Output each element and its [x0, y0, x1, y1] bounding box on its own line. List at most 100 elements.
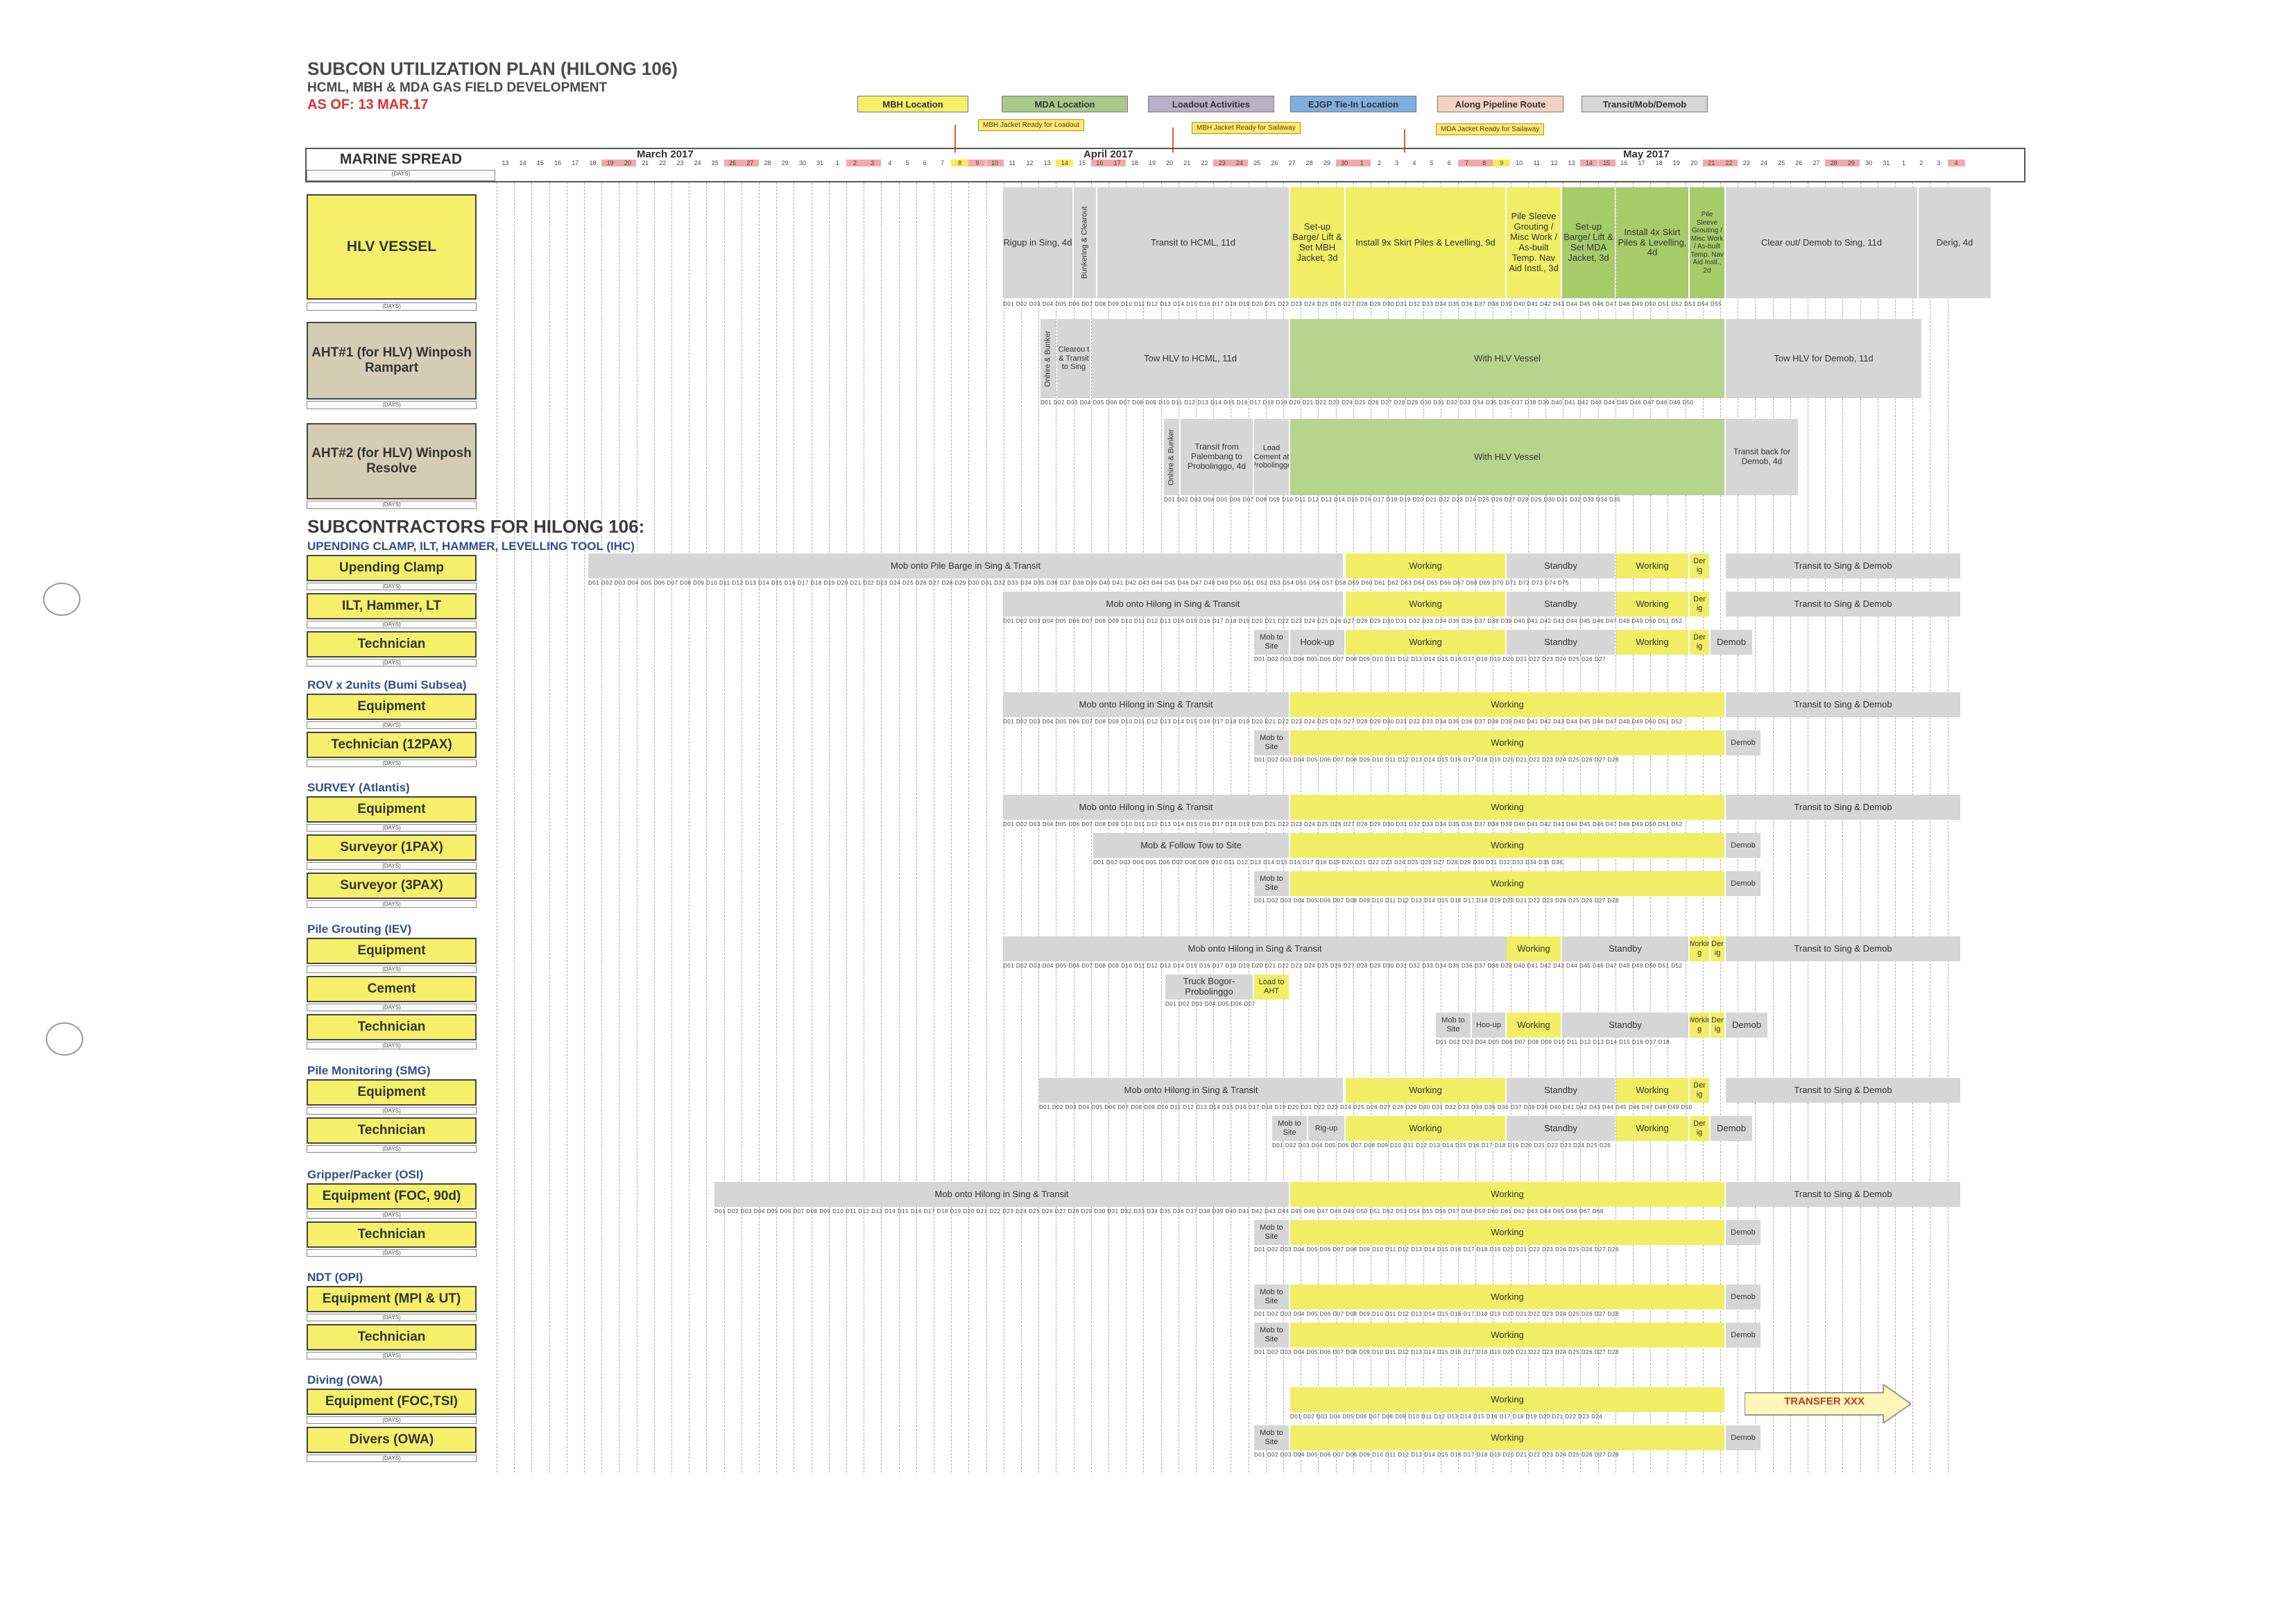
milestone-mbh-loadout: MBH Jacket Ready for Loadout	[978, 119, 1084, 131]
bar-derig: Der ig	[1690, 630, 1709, 655]
bar-demob: Demob	[1726, 1013, 1767, 1038]
bar-derig: Der ig	[1690, 553, 1709, 578]
group-title: Pile Monitoring (SMG)	[307, 1064, 431, 1077]
group-title: ROV x 2units (Bumi Subsea)	[307, 678, 467, 692]
bar-mob: Mob onto Hilong in Sing & Transit	[1003, 692, 1289, 717]
transfer-arrow-icon	[1745, 1384, 1911, 1423]
day-tick: 7	[1458, 160, 1475, 166]
day-numbers: D01 D02 D03 D04 D05 D06 D07 D08 D09 D10 …	[1290, 1414, 1603, 1420]
bar-demob: Transit to Sing & Demob	[1726, 1182, 1960, 1207]
day-tick: 31	[1883, 160, 1890, 166]
grid-line	[1633, 182, 1634, 1472]
row-label: Equipment (FOC, 90d)	[307, 1183, 477, 1210]
day-tick: 14	[1056, 160, 1074, 166]
group-title: Gripper/Packer (OSI)	[307, 1168, 424, 1181]
day-numbers: D01 D02 D03 D04 D05 D06 D07 D08 D09 D10 …	[588, 580, 1570, 586]
bar-hook: Rig-up	[1308, 1116, 1344, 1141]
grid-line	[1160, 182, 1162, 1472]
day-tick: 31	[816, 160, 824, 166]
grid-line	[1038, 182, 1040, 1472]
calendar-header	[305, 148, 2025, 182]
day-tick: 29	[781, 160, 789, 166]
bar-demob: Demob	[1726, 833, 1760, 858]
day-tick: 23	[1742, 160, 1750, 166]
grid-line	[706, 182, 708, 1472]
day-tick: 20	[1166, 160, 1174, 166]
bar-hlv-transit: Transit to HCML, 11d	[1097, 187, 1289, 298]
row-label: Surveyor (1PAX)	[307, 834, 477, 861]
days-label: (DAYS)	[307, 583, 477, 590]
bar-demob: Transit to Sing & Demob	[1726, 692, 1960, 717]
day-tick: 3	[864, 160, 882, 166]
day-tick: 12	[1026, 160, 1034, 166]
bar-work1: Working	[1346, 630, 1505, 655]
day-tick: 13	[1043, 160, 1051, 166]
day-tick: 4	[888, 160, 892, 166]
milestone-mda-sailaway: MDA Jacket Ready for Sailaway	[1436, 123, 1545, 135]
day-tick: 15	[536, 160, 544, 166]
bar-derig: Der ig	[1690, 592, 1709, 617]
day-tick: 13	[1568, 160, 1575, 166]
grid-line	[1790, 182, 1791, 1472]
row-label: Equipment (MPI & UT)	[307, 1286, 477, 1312]
day-tick: 24	[1760, 160, 1767, 166]
day-numbers: D01 D02 D03 D04 D05 D06 D07 D08 D09 D10 …	[1039, 1104, 1693, 1110]
day-tick: 20	[1690, 160, 1698, 166]
day-numbers: D01 D02 D03 D04 D05 D06 D07 D08 D09 D10 …	[1003, 618, 1683, 624]
bar-demob: Transit to Sing & Demob	[1726, 936, 1960, 961]
row-label: Technician	[307, 631, 477, 658]
row-label-aht2: AHT#2 (for HLV) Winposh Resolve	[307, 423, 477, 499]
row-label: Equipment	[307, 938, 477, 964]
bar-mob: Mob onto Hilong in Sing & Transit	[714, 1182, 1289, 1207]
bar-hlv-pile-sleeve: Pile Sleeve Grouting / Misc Work / As-bu…	[1507, 187, 1561, 298]
group-title: Diving (OWA)	[307, 1373, 383, 1386]
grid-line	[653, 182, 655, 1472]
days-label: (DAYS)	[307, 1249, 477, 1257]
day-tick: 27	[741, 160, 759, 166]
grid-line	[1196, 182, 1197, 1472]
day-tick: 7	[940, 160, 944, 166]
grid-line	[1702, 182, 1704, 1472]
grid-line	[968, 182, 970, 1472]
day-tick: 19	[1672, 160, 1680, 166]
day-tick: 8	[951, 160, 969, 166]
grid-line	[601, 182, 603, 1472]
day-tick: 12	[1550, 160, 1558, 166]
bar-work1: Working	[1507, 1013, 1561, 1038]
milestone-marker	[1172, 128, 1174, 153]
day-tick: 26	[1271, 160, 1278, 166]
grid-line	[1388, 182, 1389, 1472]
bar-work1: Working	[1290, 833, 1724, 858]
day-tick: 23	[676, 160, 684, 166]
transfer-label: TRANSFER XXX	[1784, 1396, 1865, 1407]
days-label: (DAYS)	[307, 302, 477, 311]
legend-mda-location: MDA Location	[1002, 96, 1128, 112]
bar-mob: Mob to Site	[1254, 1220, 1289, 1245]
day-tick: 30	[1335, 160, 1353, 166]
bar-work1: Working	[1346, 1078, 1505, 1103]
day-tick: 15	[1597, 160, 1616, 166]
bar-load: Load to AHT	[1254, 974, 1289, 999]
days-label: (DAYS)	[307, 900, 477, 908]
day-tick: 10	[986, 160, 1004, 166]
grid-line	[1527, 182, 1529, 1472]
bar-mob: Mob to Site	[1254, 1323, 1289, 1348]
bar-standby: Standby	[1507, 1116, 1615, 1141]
day-tick: 4	[1947, 160, 1965, 166]
days-label: (DAYS)	[307, 1416, 477, 1424]
grid-line	[671, 182, 672, 1472]
page-title: SUBCON UTILIZATION PLAN (HILONG 106)	[307, 58, 678, 79]
bar-derig: Der ig	[1711, 936, 1724, 961]
day-numbers: D01 D02 D03 D04 D05 D06 D07 D08 D09 D10 …	[1003, 719, 1683, 725]
day-numbers: D01 D02 D03 D04 D05 D06 D07 D08 D09 D10 …	[1254, 757, 1619, 763]
month-march: March 2017	[637, 148, 694, 160]
day-tick: 13	[502, 160, 509, 166]
bar-aht2-transit-back: Transit back for Demob, 4d	[1726, 419, 1798, 495]
days-label: (DAYS)	[307, 1145, 477, 1153]
bar-work1: Working	[1290, 1387, 1724, 1412]
day-tick: 6	[923, 160, 927, 166]
bar-work1: Working	[1507, 936, 1561, 961]
grid-line	[828, 182, 830, 1472]
day-tick: 2	[1377, 160, 1381, 166]
day-tick: 29	[1842, 160, 1860, 166]
